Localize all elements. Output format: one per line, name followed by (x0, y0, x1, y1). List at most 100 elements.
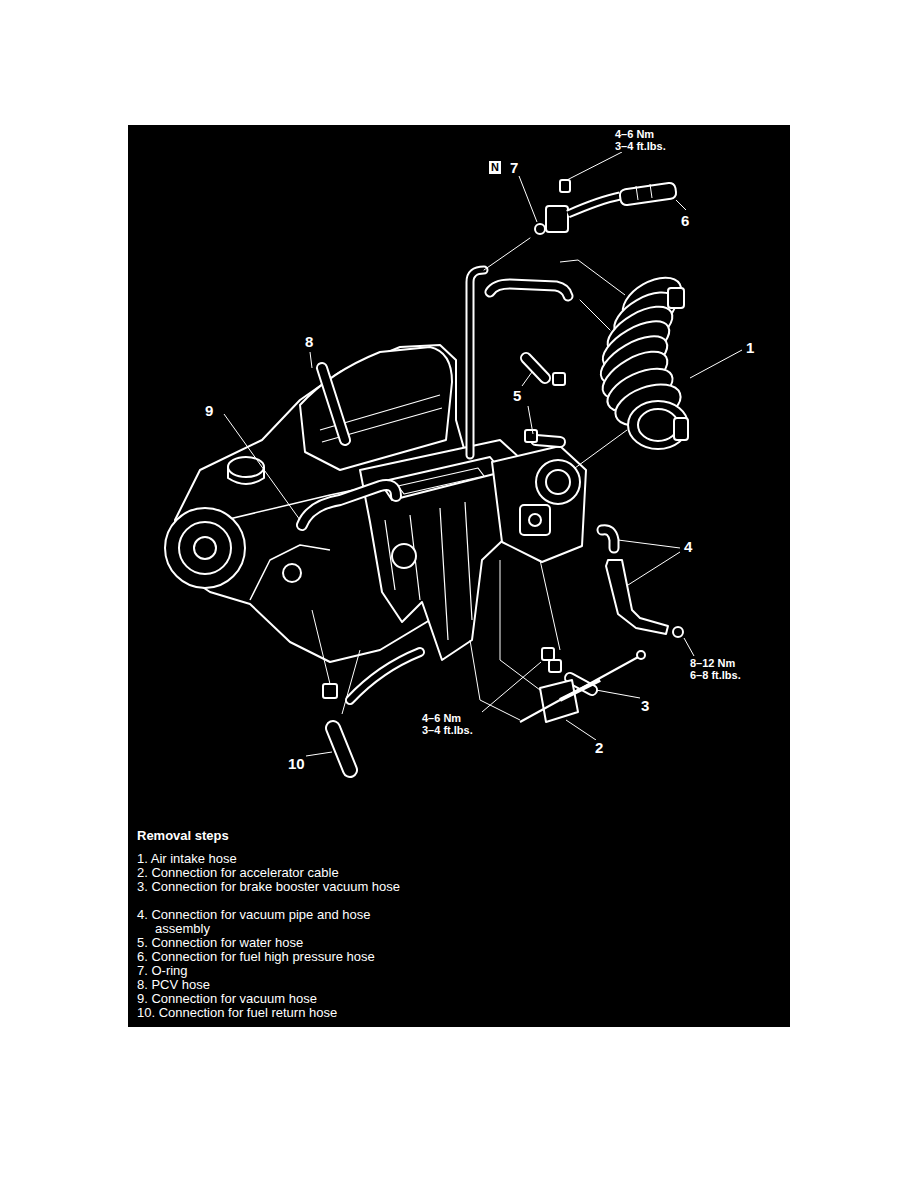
intake-manifold-part (385, 502, 472, 640)
leader-lines-part (684, 638, 694, 656)
fuel-hose-fitting-part (546, 206, 568, 232)
torque-spec: 8–12 Nm (690, 657, 735, 669)
fuel-hose-fitting-part (560, 180, 570, 192)
callout-number: 7 (509, 160, 519, 175)
engine-block-part (300, 347, 452, 470)
engine-block-part (228, 457, 264, 477)
clamps-and-brackets-part (549, 660, 561, 672)
fuel-high-pressure-pipe-part (490, 284, 568, 296)
step-item: 1. Air intake hose (137, 852, 455, 866)
callout-number: 10 (287, 756, 306, 771)
step-item: 10. Connection for fuel return hose (137, 1006, 455, 1020)
torque-spec: 3–4 ft.lbs. (422, 724, 473, 736)
clamps-and-brackets-part (525, 430, 537, 442)
hose-parts (302, 358, 614, 770)
symbol-letter: N (489, 161, 501, 174)
step-item: 7. O-ring (137, 964, 455, 978)
clamps-and-brackets-part (553, 373, 565, 385)
leader-lines-part (500, 560, 540, 690)
torque-spec: 4–6 Nm (615, 128, 654, 140)
fuel-hose-fitting-part (619, 182, 677, 206)
leader-lines-part (540, 560, 560, 650)
step-item: 5. Connection for water hose (137, 936, 455, 950)
leader-lines (224, 152, 742, 756)
hose-parts-part (333, 728, 350, 770)
step-item: 8. PCV hose (137, 978, 455, 992)
hose-parts-part (536, 440, 560, 442)
leader-lines-part (596, 690, 640, 698)
callout-number: 3 (640, 698, 650, 713)
intake-manifold-part (392, 544, 416, 568)
leader-lines-part (470, 640, 520, 720)
leader-lines-part (312, 610, 330, 684)
leader-lines-part (566, 720, 596, 740)
engine-block-part (250, 545, 330, 600)
leader-lines-part (618, 540, 680, 548)
clamps-and-brackets-part (323, 684, 337, 698)
accelerator-cable-part (637, 651, 645, 659)
step-item: 2. Connection for accelerator cable (137, 866, 455, 880)
hose-parts-part (302, 485, 396, 525)
step-item: 4. Connection for vacuum pipe and hose a… (137, 908, 401, 936)
leader-lines-part (482, 662, 541, 712)
fuel-high-pressure-pipe-part (490, 284, 568, 296)
leader-lines-part (310, 352, 312, 368)
throttle-body-part (536, 460, 580, 504)
hose-parts-part (536, 440, 560, 442)
throttle-body-part (520, 505, 550, 535)
hose-parts-part (322, 368, 345, 440)
clamps-and-brackets-part (542, 648, 554, 660)
air-intake-hose-part (628, 401, 688, 449)
hose-parts-part (302, 485, 396, 525)
step-item: 6. Connection for fuel high pressure hos… (137, 950, 455, 964)
torque-spec: 3–4 ft.lbs. (615, 140, 666, 152)
leader-lines-part (519, 176, 537, 222)
fuel-hose-fitting-part (636, 184, 652, 200)
engine-block-part (283, 564, 301, 582)
fuel-hose-fitting-part (535, 224, 545, 234)
air-intake-hose-part (638, 409, 678, 441)
callout-number: 9 (204, 403, 214, 418)
leader-lines-part (690, 350, 742, 378)
leader-lines-part (342, 650, 360, 714)
clamps-and-brackets (323, 373, 683, 722)
fuel-hose-fitting-part (568, 196, 620, 214)
torque-spec: 4–6 Nm (422, 712, 461, 724)
intake-manifold-part (398, 468, 484, 494)
fuel-high-pressure-pipe-part (470, 270, 484, 455)
step-item: 3. Connection for brake booster vacuum h… (137, 880, 401, 894)
air-intake-hose (560, 260, 689, 468)
leader-lines-part (528, 406, 533, 434)
hose-parts-part (333, 728, 350, 770)
fuel-hose-fitting-part (568, 196, 620, 214)
step-item: 9. Connection for vacuum hose (137, 992, 455, 1006)
throttle-body (492, 446, 586, 562)
callout-number: 5 (512, 388, 522, 403)
leader-lines-part (628, 552, 680, 585)
fuel-high-pressure-pipe-part (484, 238, 530, 270)
leader-lines-part (224, 414, 300, 520)
clamps-and-brackets-part (673, 627, 683, 637)
fuel-high-pressure-pipe-part (470, 270, 484, 455)
callout-number: 1 (745, 340, 755, 355)
throttle-body-part (546, 470, 570, 494)
air-intake-hose-part (668, 288, 684, 308)
callout-number: 8 (304, 334, 314, 349)
hose-parts-part (350, 652, 420, 700)
hose-parts-part (602, 530, 614, 548)
accelerator-cable-part (560, 680, 600, 700)
air-intake-hose-part (674, 418, 688, 440)
torque-spec: 6–8 ft.lbs. (690, 669, 741, 681)
leader-lines-part (522, 372, 532, 386)
hose-parts-part (602, 530, 614, 548)
throttle-body-part (529, 514, 541, 526)
callout-number: 4 (683, 539, 693, 554)
panel-ground (128, 125, 790, 1027)
leader-lines-part (306, 752, 332, 756)
callout-number: 2 (594, 740, 604, 755)
fuel-high-pressure-pipe-part (580, 300, 610, 330)
leader-lines-part (567, 152, 622, 180)
engine-block-part (228, 467, 264, 484)
callout-number: 6 (680, 213, 690, 228)
air-intake-hose-part (575, 430, 627, 468)
